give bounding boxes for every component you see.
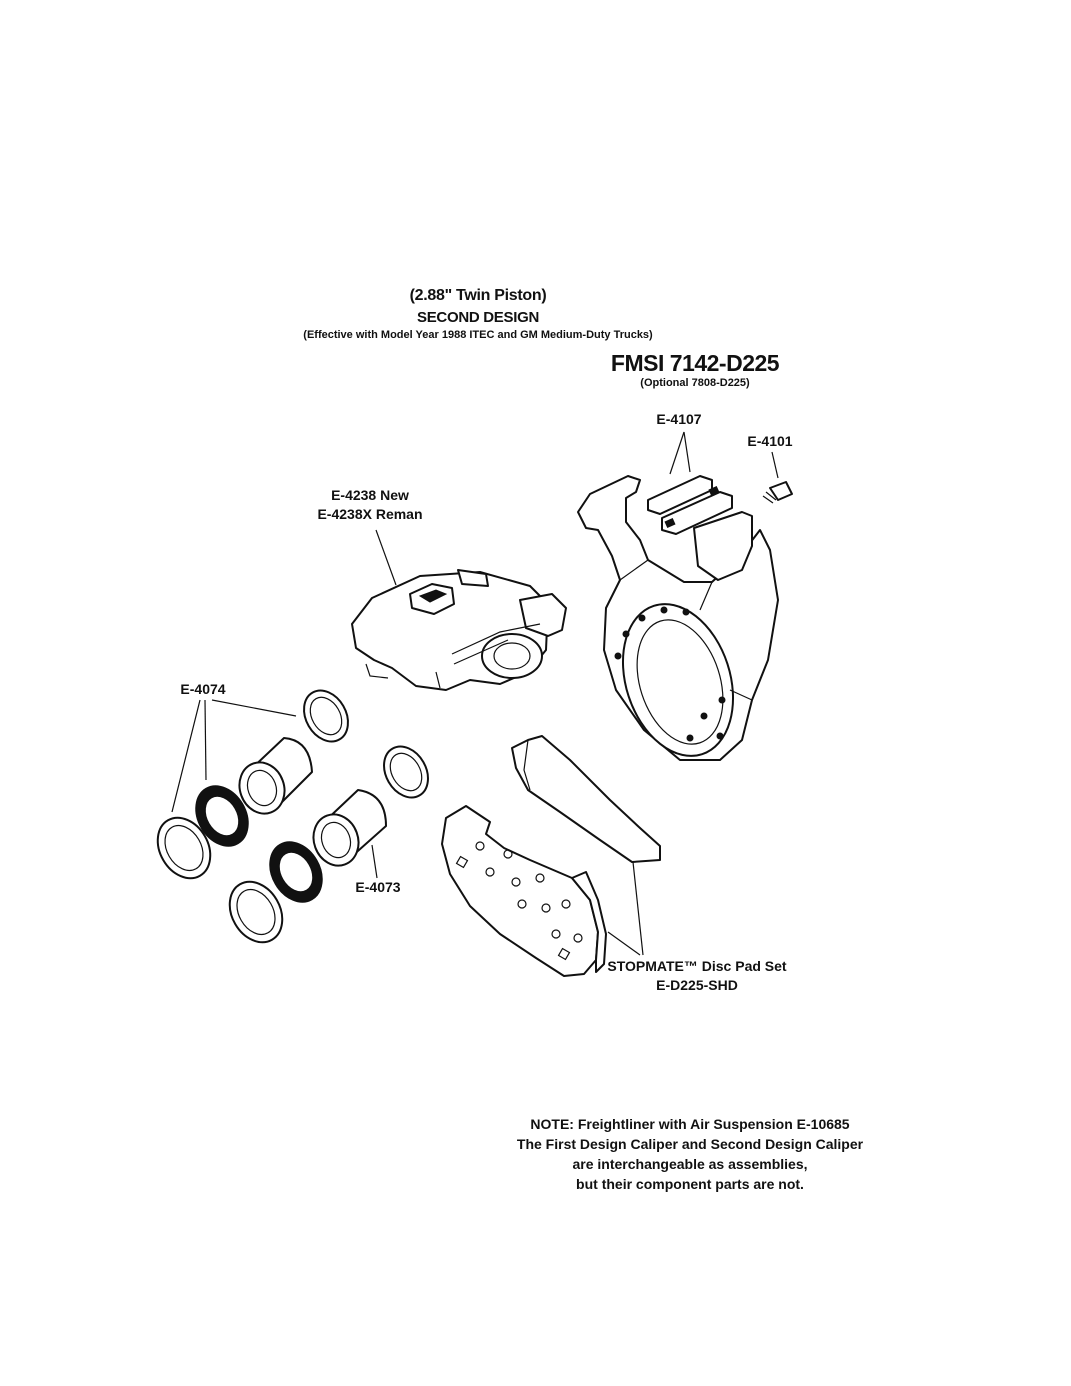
fmsi-number: FMSI 7142-D225: [610, 350, 780, 376]
slide-key-clips: [647, 475, 733, 535]
leader-e4074-c: [171, 699, 201, 813]
label-e4073: E-4073: [355, 879, 401, 895]
diagram-subtitle-piston: (2.88" Twin Piston): [409, 287, 547, 304]
label-e4101: E-4101: [747, 433, 793, 449]
retaining-ring-lower: [228, 880, 284, 944]
leader-pad-b: [632, 861, 644, 956]
fmsi-optional: (Optional 7808-D225): [640, 377, 750, 389]
leader-caliper: [375, 529, 397, 586]
clip-lower: [661, 491, 733, 535]
label-caliper-new: E-4238 New: [331, 487, 409, 503]
note-line-2: The First Design Caliper and Second Desi…: [516, 1136, 864, 1152]
label-caliper: E-4238 New E-4238X Reman: [317, 486, 422, 524]
leader-e4073: [371, 844, 378, 879]
brake-pad-inboard: [441, 805, 607, 977]
caliper-housing: [351, 569, 567, 691]
note-line-4: but their component parts are not.: [576, 1176, 804, 1192]
piston-lower: [312, 789, 387, 867]
label-pad-set: STOPMATE™ Disc Pad Set E-D225-SHD: [607, 957, 786, 995]
caliper-bleeder: [457, 569, 489, 587]
label-pad-set-part: E-D225-SHD: [656, 977, 738, 993]
diagram-subtitle-effective: (Effective with Model Year 1988 ITEC and…: [303, 329, 653, 341]
seal-ring-middle: [383, 745, 429, 799]
seal-ring-top: [303, 689, 349, 743]
bracket-upper-ear: [693, 511, 753, 581]
leader-e4101: [771, 451, 779, 479]
label-e4107: E-4107: [656, 411, 702, 427]
caliper-feet: [365, 663, 441, 689]
screw-e4101: [762, 481, 793, 504]
dust-boot-upper: [195, 785, 249, 847]
screw-head: [769, 481, 793, 501]
anchor-bracket: [577, 475, 779, 761]
bracket-bore-inner: [636, 619, 724, 745]
screw-thread: [762, 491, 777, 504]
leader-e4107-b: [683, 431, 691, 473]
leader-lines: [171, 431, 779, 956]
label-caliper-reman: E-4238X Reman: [317, 506, 423, 522]
piston-upper: [238, 737, 313, 815]
note-block: NOTE: Freightliner with Air Suspension E…: [517, 1114, 863, 1194]
label-pad-set-name: STOPMATE™ Disc Pad Set: [607, 958, 787, 974]
caliper-ribs: [451, 623, 541, 665]
pad-holes: [455, 841, 583, 961]
leader-e4074-b: [204, 699, 207, 781]
caliper-piston-bore: [481, 633, 543, 679]
pad-friction-edge: [571, 871, 607, 973]
leader-e4107-a: [669, 431, 685, 475]
bracket-edge-lines: [619, 559, 753, 701]
label-e4074: E-4074: [180, 681, 226, 697]
retaining-ring-upper: [156, 816, 212, 880]
bracket-bolt-holes: [614, 606, 726, 742]
brake-pad-outboard: [511, 735, 661, 863]
leader-pad-a: [607, 931, 641, 956]
diagram-subtitle-design: SECOND DESIGN: [417, 309, 539, 326]
dust-boot-lower: [269, 841, 323, 903]
note-line-3: are interchangeable as assemblies,: [572, 1156, 808, 1172]
leader-e4074-a: [211, 699, 297, 717]
note-line-1: NOTE: Freightliner with Air Suspension E…: [530, 1116, 850, 1132]
